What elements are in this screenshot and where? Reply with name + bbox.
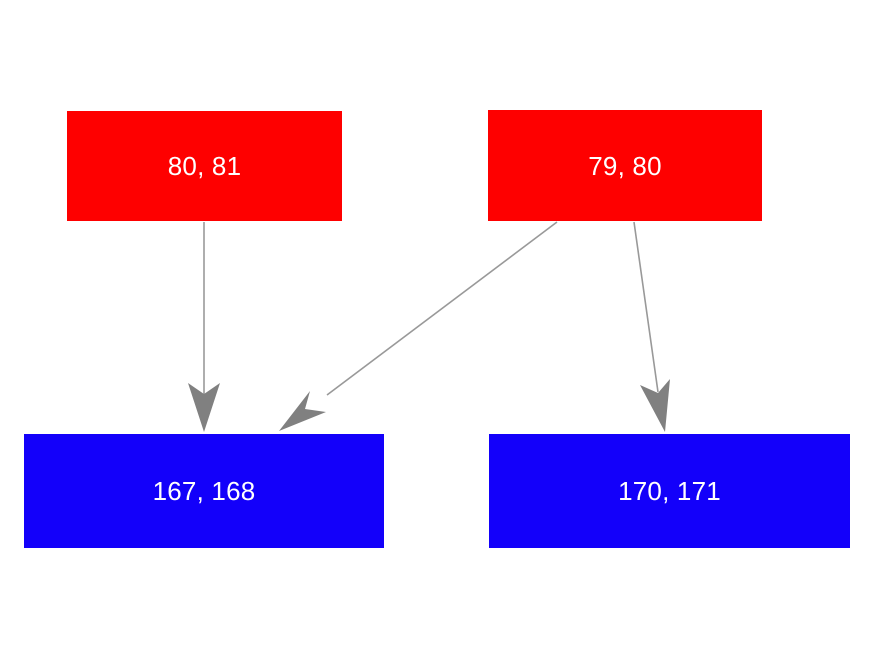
node-167-168[interactable]: 167, 168 [24, 434, 384, 548]
arrowhead-icon [640, 379, 670, 432]
node-label: 79, 80 [588, 150, 662, 181]
arrowhead-icon [279, 391, 326, 431]
node-label: 167, 168 [152, 476, 256, 506]
node-79-80[interactable]: 79, 80 [488, 110, 762, 221]
node-170-171[interactable]: 170, 171 [489, 434, 850, 548]
edge-79-80-to-167-168 [279, 221, 558, 431]
node-label: 80, 81 [167, 151, 242, 181]
edge-line [326, 221, 558, 396]
arrowhead-icon [188, 383, 220, 432]
edge-80-81-to-167-168 [188, 222, 220, 432]
edge-79-80-to-170-171 [633, 221, 670, 432]
node-label: 170, 171 [618, 476, 721, 506]
node-80-81[interactable]: 80, 81 [67, 111, 342, 221]
edge-line [633, 221, 659, 393]
